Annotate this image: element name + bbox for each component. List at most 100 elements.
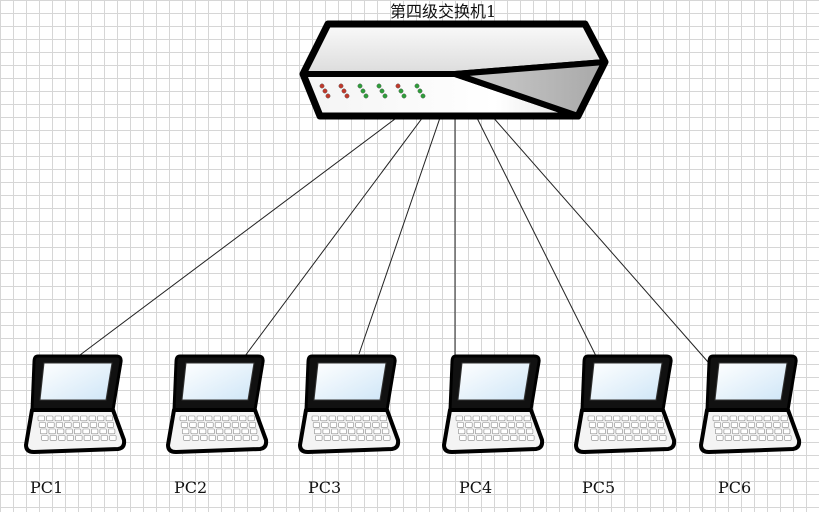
laptop-key: [382, 428, 390, 435]
laptop-key: [213, 415, 221, 422]
laptop-key: [88, 415, 96, 422]
led-indicator: [414, 83, 420, 89]
laptop-key: [371, 415, 379, 422]
led-indicator: [322, 88, 328, 94]
laptop-key: [197, 422, 206, 428]
switch-device[interactable]: [299, 20, 609, 120]
laptop-key: [196, 415, 204, 422]
laptop-key: [476, 435, 484, 441]
laptop-key: [599, 435, 607, 441]
laptop-key: [54, 415, 62, 422]
laptop-pc3[interactable]: [298, 354, 401, 454]
laptop-pc6[interactable]: [699, 354, 802, 454]
laptop-screen: [39, 362, 113, 401]
cable-to-pc3: [358, 73, 456, 355]
laptop-key: [524, 422, 532, 428]
laptop-key: [755, 415, 763, 422]
laptop-key: [338, 422, 346, 428]
laptop-key: [216, 428, 224, 435]
laptop-key: [349, 435, 357, 441]
laptop-key: [758, 435, 766, 441]
laptop-key: [83, 435, 91, 441]
laptop-key: [98, 422, 106, 428]
laptop-key: [92, 435, 100, 441]
laptop-key: [106, 422, 114, 428]
laptop-key: [467, 435, 475, 441]
laptop-key: [182, 428, 190, 435]
laptop-key: [658, 428, 666, 435]
laptop-key: [749, 428, 757, 435]
laptop-key: [523, 415, 531, 422]
laptop-key: [458, 428, 466, 435]
laptop-key: [475, 428, 483, 435]
laptop-key: [515, 415, 523, 422]
laptop-key: [526, 428, 534, 435]
laptop-key: [331, 428, 339, 435]
laptop-key: [616, 435, 624, 441]
laptop-key: [721, 415, 729, 422]
led-indicator: [395, 83, 401, 89]
laptop-key: [656, 422, 664, 428]
laptop-key: [63, 415, 71, 422]
laptop-key: [730, 422, 739, 428]
laptop-key: [659, 435, 667, 441]
laptop-key: [732, 428, 740, 435]
led-indicator: [357, 83, 363, 89]
cable-to-pc5: [454, 73, 597, 357]
led-indicator: [325, 93, 331, 99]
laptop-key: [200, 435, 208, 441]
laptop-key: [100, 435, 108, 441]
laptop-key: [105, 415, 113, 422]
laptop-key: [622, 422, 631, 428]
laptop-key: [66, 435, 74, 441]
laptop-key: [517, 428, 525, 435]
laptop-key: [206, 422, 214, 428]
laptop-key: [312, 422, 320, 428]
laptop-key: [492, 428, 500, 435]
laptop-key: [208, 435, 216, 441]
laptop-key: [380, 422, 388, 428]
laptop-key: [97, 415, 105, 422]
laptop-key: [613, 415, 621, 422]
laptop-key: [314, 428, 322, 435]
laptop-key: [733, 435, 741, 441]
laptop-key: [740, 428, 748, 435]
laptop-key: [638, 415, 646, 422]
laptop-pc2[interactable]: [166, 354, 269, 454]
laptop-key: [772, 415, 780, 422]
laptop-key: [723, 428, 731, 435]
laptop-key: [465, 422, 473, 428]
laptop-key: [231, 422, 240, 428]
laptop-key: [615, 428, 623, 435]
led-indicator: [376, 83, 382, 89]
laptop-key: [337, 415, 345, 422]
laptop-pc4[interactable]: [442, 354, 545, 454]
laptop-key: [766, 428, 774, 435]
laptop-key: [712, 415, 720, 422]
pc-label-pc4: PC4: [459, 478, 493, 497]
laptop-key: [614, 422, 622, 428]
laptop-key: [379, 415, 387, 422]
laptop-pc1[interactable]: [24, 354, 127, 454]
laptop-pc5[interactable]: [574, 354, 677, 454]
laptop-key: [74, 428, 82, 435]
laptop-key: [38, 422, 46, 428]
laptop-key: [357, 435, 365, 441]
laptop-key: [189, 422, 197, 428]
cable-to-pc6: [454, 73, 709, 363]
laptop-key: [109, 435, 117, 441]
laptop-key: [774, 428, 782, 435]
laptop-key: [588, 422, 596, 428]
laptop-key: [501, 435, 509, 441]
laptop-key: [597, 422, 605, 428]
led-indicator: [338, 83, 344, 89]
laptop-key: [747, 422, 756, 428]
laptop-key: [631, 422, 639, 428]
laptop-key: [625, 435, 633, 441]
laptop-key: [346, 422, 355, 428]
laptop-key: [373, 428, 381, 435]
led-indicator: [398, 88, 404, 94]
laptop-key: [767, 435, 775, 441]
laptop-key: [205, 415, 213, 422]
